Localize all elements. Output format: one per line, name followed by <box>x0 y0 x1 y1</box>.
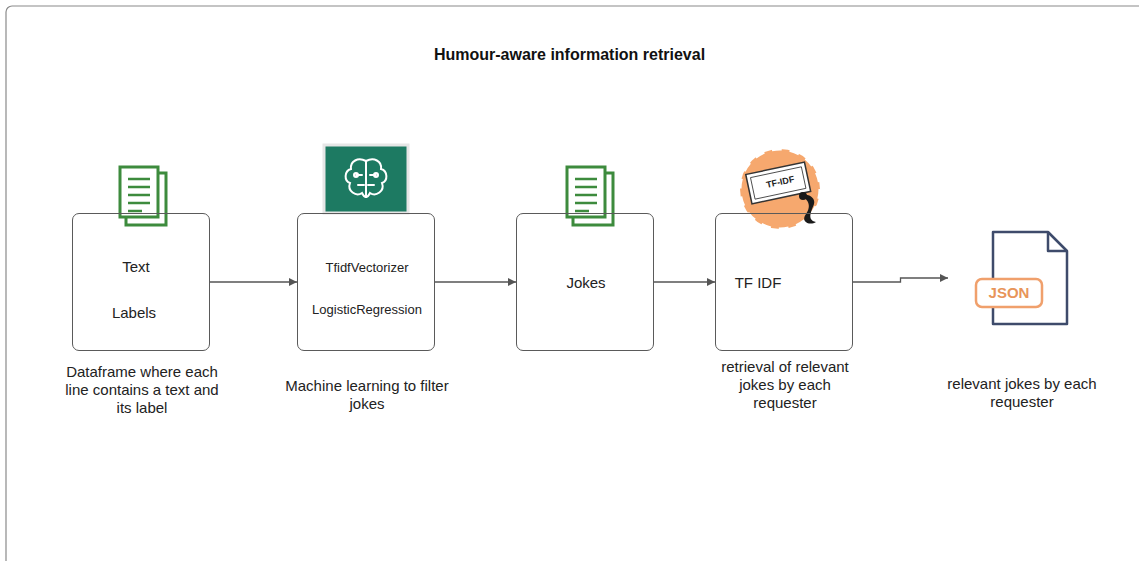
process-box: TF IDFretrieval of relevant jokes by eac… <box>715 213 853 351</box>
tfidf-illustration <box>740 149 820 229</box>
caption-text: relevant jokes by each requester <box>932 375 1112 411</box>
outer-frame <box>6 6 1139 561</box>
box-label: Text <box>122 258 150 276</box>
flow-arrow <box>654 281 715 282</box>
machine-learning-icon <box>324 145 408 213</box>
process-box: Jokes <box>516 213 654 351</box>
file-outline <box>948 228 1073 328</box>
box-label: TF IDF <box>735 274 782 292</box>
json-file-icon: JSONrelevant jokes by each requester <box>948 228 1073 328</box>
box-label: LogisticRegression <box>312 302 422 318</box>
flow-arrow <box>435 281 516 282</box>
document-icon <box>120 167 166 225</box>
flow-arrow <box>210 281 297 282</box>
caption-text: retrieval of relevant jokes by each requ… <box>710 358 860 412</box>
diagram-title: Humour-aware information retrieval <box>0 46 1139 64</box>
box-label: Jokes <box>566 274 605 292</box>
caption-text: Dataframe where each line contains a tex… <box>56 363 228 417</box>
process-box: TextLabelsDataframe where each line cont… <box>72 213 210 351</box>
flow-arrow <box>853 278 948 282</box>
box-label: TfidfVectorizer <box>325 260 408 276</box>
box-label: JSON <box>989 284 1030 302</box>
caption-text: Machine learning to filter jokes <box>281 377 453 413</box>
process-box: TfidfVectorizerLogisticRegressionMachine… <box>297 213 435 351</box>
box-label: Labels <box>112 304 156 322</box>
document-icon <box>567 167 613 225</box>
